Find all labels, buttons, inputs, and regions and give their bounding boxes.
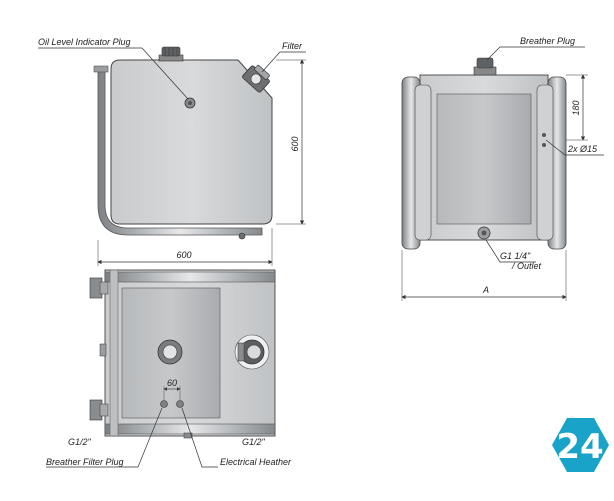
- outlet-thread-label: G1 1/4": [500, 251, 531, 261]
- breather-filter-port-icon: [160, 400, 168, 408]
- port-right-label: G1/2": [242, 437, 266, 447]
- oil-level-plug-label: Oil Level Indicator Plug: [38, 37, 131, 47]
- page-badge: 24: [552, 418, 609, 472]
- tank-body: [110, 59, 273, 225]
- depth-dimension: A: [482, 285, 489, 295]
- port-fitting-bottom: [89, 399, 109, 421]
- holes-label: 2x Ø15: [567, 144, 598, 154]
- port-left-label: G1/2": [68, 437, 92, 447]
- filter-label: Filter: [282, 41, 303, 51]
- heater-port-icon: [176, 400, 184, 408]
- badge-number: 24: [556, 427, 603, 467]
- front-inner-panel: [436, 93, 532, 225]
- outlet-label: / Outlet: [511, 261, 542, 271]
- port-fitting-top: [89, 277, 109, 299]
- electrical-heater-label: Electrical Heather: [220, 457, 292, 467]
- frame-rail: [97, 67, 263, 236]
- top-cap: [158, 46, 184, 62]
- top-view: [46, 269, 276, 468]
- width-dimension: 600: [176, 250, 191, 260]
- height-dimension: 600: [290, 136, 300, 151]
- front-view: [401, 46, 604, 301]
- side-view: [38, 46, 306, 266]
- filter-top-icon: [234, 334, 270, 370]
- breather-offset-dimension: 180: [571, 100, 581, 115]
- frame-rail-top: [93, 65, 109, 73]
- breather-plug-label: Breather Plug: [520, 36, 575, 46]
- port-spacing-dimension: 60: [167, 378, 177, 388]
- badge-hexagon: [552, 418, 609, 472]
- breather-filter-plug-label: Breather Filter Plug: [46, 457, 124, 467]
